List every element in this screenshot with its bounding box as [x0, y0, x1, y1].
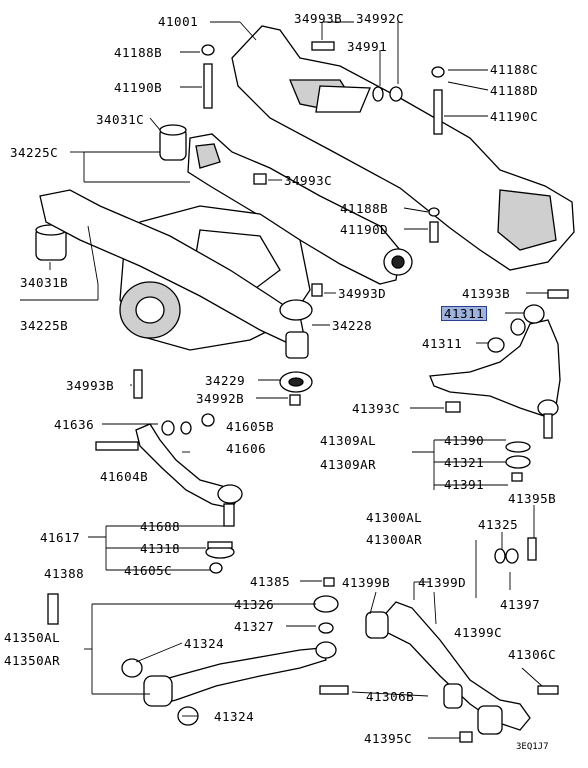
part-label-41309AL: 41309AL	[320, 433, 377, 448]
part-label-41350AR: 41350AR	[4, 653, 61, 668]
part-label-34993D: 34993D	[338, 286, 387, 301]
part-label-41390: 41390	[444, 433, 485, 448]
part-label-41325: 41325	[478, 517, 519, 532]
diagram-code: 3EQ1J7	[516, 742, 549, 752]
part-label-41188C: 41188C	[490, 62, 539, 77]
part-label-34228: 34228	[332, 318, 373, 333]
part-label-41324-lower: 41324	[214, 709, 255, 724]
upper-arm-41311	[429, 304, 561, 439]
rear-crossmember	[231, 25, 575, 271]
part-label-41188B: 41188B	[114, 45, 163, 60]
part-label-41326: 41326	[234, 597, 275, 612]
part-label-41190B: 41190B	[114, 80, 163, 95]
part-label-34992C: 34992C	[356, 11, 405, 26]
lower-crossbeam	[39, 189, 313, 406]
part-label-41190C: 41190C	[490, 109, 539, 124]
part-label-41188D: 41188D	[490, 83, 539, 98]
part-label-41395B: 41395B	[508, 491, 557, 506]
part-label-34225B: 34225B	[20, 318, 69, 333]
part-label-41393B: 41393B	[462, 286, 511, 301]
upper-crossbeam	[187, 133, 401, 285]
part-label-41311-highlighted[interactable]: 41311	[441, 306, 488, 321]
part-label-41306B: 41306B	[366, 689, 415, 704]
part-label-41321: 41321	[444, 455, 485, 470]
fasteners	[47, 41, 569, 743]
part-label-41311: 41311	[422, 336, 463, 351]
part-label-41604B: 41604B	[100, 469, 149, 484]
part-label-41605B: 41605B	[226, 419, 275, 434]
part-label-34225C: 34225C	[10, 145, 59, 160]
part-label-41393C: 41393C	[352, 401, 401, 416]
part-label-41399C: 41399C	[454, 625, 503, 640]
part-label-41399D: 41399D	[418, 575, 467, 590]
part-label-41327: 41327	[234, 619, 275, 634]
part-label-34991: 34991	[347, 39, 388, 54]
part-label-41190D: 41190D	[340, 222, 389, 237]
part-label-41399B: 41399B	[342, 575, 391, 590]
part-label-34992B: 34992B	[196, 391, 245, 406]
part-label-41300AL: 41300AL	[366, 510, 423, 525]
part-label-41309AR: 41309AR	[320, 457, 377, 472]
part-label-41636: 41636	[54, 417, 95, 432]
part-label-41188B-mid: 41188B	[340, 201, 389, 216]
part-label-34993B-lower: 34993B	[66, 378, 115, 393]
part-label-41397: 41397	[500, 597, 541, 612]
part-label-34229: 34229	[205, 373, 246, 388]
part-label-41385: 41385	[250, 574, 291, 589]
part-label-41395C: 41395C	[364, 731, 413, 746]
part-label-41306C: 41306C	[508, 647, 557, 662]
part-label-34031B: 34031B	[20, 275, 69, 290]
part-label-41606: 41606	[226, 441, 267, 456]
part-label-41391: 41391	[444, 477, 485, 492]
part-label-41388: 41388	[44, 566, 85, 581]
part-label-41617: 41617	[40, 530, 81, 545]
lower-arm-41350	[121, 595, 339, 726]
toe-arm-41300	[365, 601, 531, 735]
part-label-34993B: 34993B	[294, 11, 343, 26]
part-label-41300AR: 41300AR	[366, 532, 423, 547]
part-label-41318: 41318	[140, 541, 181, 556]
trailing-arm-41617	[135, 423, 243, 574]
leader-lines	[20, 21, 548, 739]
part-label-41688: 41688	[140, 519, 181, 534]
part-label-34993C: 34993C	[284, 173, 333, 188]
part-label-41605C: 41605C	[124, 563, 173, 578]
part-label-41324-upper: 41324	[184, 636, 225, 651]
part-label-34031C: 34031C	[96, 112, 145, 127]
part-label-41350AL: 41350AL	[4, 630, 61, 645]
part-label-41001: 41001	[158, 14, 199, 29]
